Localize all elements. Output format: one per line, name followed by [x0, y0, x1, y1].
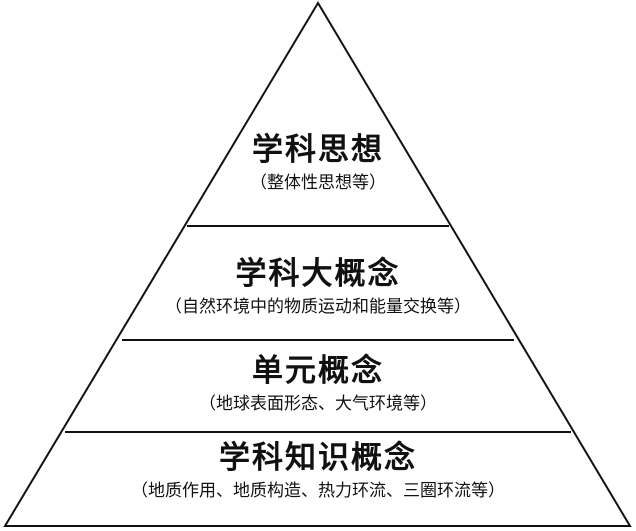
tier-subtitle: （地质作用、地质构造、热力环流、三圈环流等）: [131, 481, 505, 501]
tier-title: 学科知识概念: [219, 440, 417, 476]
tier-big-concepts: 学科大概念 （自然环境中的物质运动和能量交换等）: [0, 256, 636, 318]
pyramid-outline: [3, 1, 632, 527]
tier-subtitle: （地球表面形态、大气环境等）: [199, 394, 437, 414]
tier-title: 单元概念: [252, 353, 384, 389]
tier-discipline-thought: 学科思想 （整体性思想等）: [0, 132, 636, 194]
tier-knowledge-concepts: 学科知识概念 （地质作用、地质构造、热力环流、三圈环流等）: [0, 440, 636, 502]
tier-subtitle: （自然环境中的物质运动和能量交换等）: [165, 297, 471, 317]
tier-subtitle: （整体性思想等）: [250, 173, 386, 193]
tier-unit-concepts: 单元概念 （地球表面形态、大气环境等）: [0, 353, 636, 415]
tier-title: 学科大概念: [235, 256, 401, 292]
tier-title: 学科思想: [252, 132, 384, 168]
